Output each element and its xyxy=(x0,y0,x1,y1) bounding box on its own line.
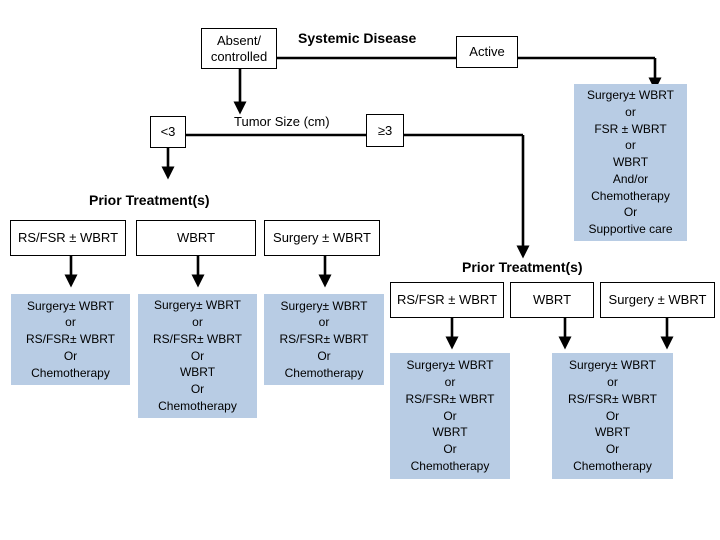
absent-controlled-box: Absent/ controlled xyxy=(201,28,277,69)
treatment-box-wbrt-large: WBRT xyxy=(510,282,594,318)
treatment-box-surgery: Surgery ± WBRT xyxy=(264,220,380,256)
option-text: Or xyxy=(443,408,457,423)
treatment-box-surgery-large: Surgery ± WBRT xyxy=(600,282,715,318)
active-box: Active xyxy=(456,36,518,68)
option-text: Chemotherapy xyxy=(591,188,670,203)
tumor-size-title: Tumor Size (cm) xyxy=(234,114,330,129)
options-box-small-2: Surgery± WBRT or RS/FSR± WBRT Or WBRT Or… xyxy=(138,294,257,418)
prior-treatments-title-small: Prior Treatment(s) xyxy=(89,192,210,208)
option-text: Or xyxy=(443,442,457,457)
option-text: Chemotherapy xyxy=(573,458,652,473)
active-options-box: Surgery± WBRT or FSR ± WBRT or WBRT And/… xyxy=(574,84,687,241)
option-text: Or xyxy=(623,205,638,220)
size-small-box: <3 xyxy=(150,116,186,148)
size-large-box: ≥3 xyxy=(366,114,404,147)
option-text: Surgery± WBRT xyxy=(568,358,657,373)
options-box-large-3: Surgery± WBRT or RS/FSR± WBRT Or WBRT Or… xyxy=(552,353,673,479)
option-text: RS/FSR± WBRT xyxy=(405,391,495,406)
option-text: or xyxy=(625,104,636,119)
options-box-small-3: Surgery± WBRT or RS/FSR± WBRT Or Chemoth… xyxy=(264,294,384,385)
option-text: Chemotherapy xyxy=(158,398,237,413)
option-text: Or xyxy=(63,348,78,363)
option-text: Surgery± WBRT xyxy=(26,298,115,313)
treatment-box-rs-fsr: RS/FSR ± WBRT xyxy=(10,220,126,256)
absent-line-1: Absent/ xyxy=(216,32,262,48)
option-text: WBRT xyxy=(432,425,468,440)
option-text: Chemotherapy xyxy=(31,365,110,380)
option-text: And/or xyxy=(612,171,649,186)
absent-line-2: controlled xyxy=(210,48,268,64)
option-text: or xyxy=(607,375,618,389)
option-text: or xyxy=(192,315,203,329)
option-text: Or xyxy=(317,348,331,363)
option-text: Or xyxy=(190,348,205,363)
option-text: Surgery± WBRT xyxy=(586,87,675,102)
option-text: Chemotherapy xyxy=(410,458,490,473)
option-text: Or xyxy=(605,442,620,457)
option-text: or xyxy=(625,138,636,153)
options-box-small-1: Surgery± WBRT or RS/FSR± WBRT Or Chemoth… xyxy=(11,294,130,385)
option-text: Or xyxy=(605,408,620,423)
treatment-box-wbrt: WBRT xyxy=(136,220,256,256)
option-text: WBRT xyxy=(594,425,631,440)
treatment-box-rs-fsr-large: RS/FSR ± WBRT xyxy=(390,282,504,318)
option-text: or xyxy=(65,315,76,330)
systemic-disease-title: Systemic Disease xyxy=(298,30,417,46)
option-text: RS/FSR± WBRT xyxy=(567,391,658,406)
option-text: Supportive care xyxy=(588,222,673,237)
option-text: Surgery± WBRT xyxy=(280,298,368,313)
options-box-large-1: Surgery± WBRT or RS/FSR± WBRT Or WBRT Or… xyxy=(390,353,510,479)
option-text: RS/FSR± WBRT xyxy=(152,331,243,346)
option-text: WBRT xyxy=(179,365,216,380)
option-text: FSR ± WBRT xyxy=(594,121,667,136)
option-text: WBRT xyxy=(612,155,649,170)
option-text: RS/FSR± WBRT xyxy=(279,332,369,347)
prior-treatments-title-large: Prior Treatment(s) xyxy=(462,259,583,275)
option-text: or xyxy=(444,375,456,389)
option-text: or xyxy=(318,315,330,330)
option-text: RS/FSR± WBRT xyxy=(25,332,116,347)
option-text: Or xyxy=(190,382,205,397)
option-text: Surgery± WBRT xyxy=(153,298,242,313)
option-text: Chemotherapy xyxy=(284,365,364,380)
option-text: Surgery± WBRT xyxy=(406,358,494,373)
